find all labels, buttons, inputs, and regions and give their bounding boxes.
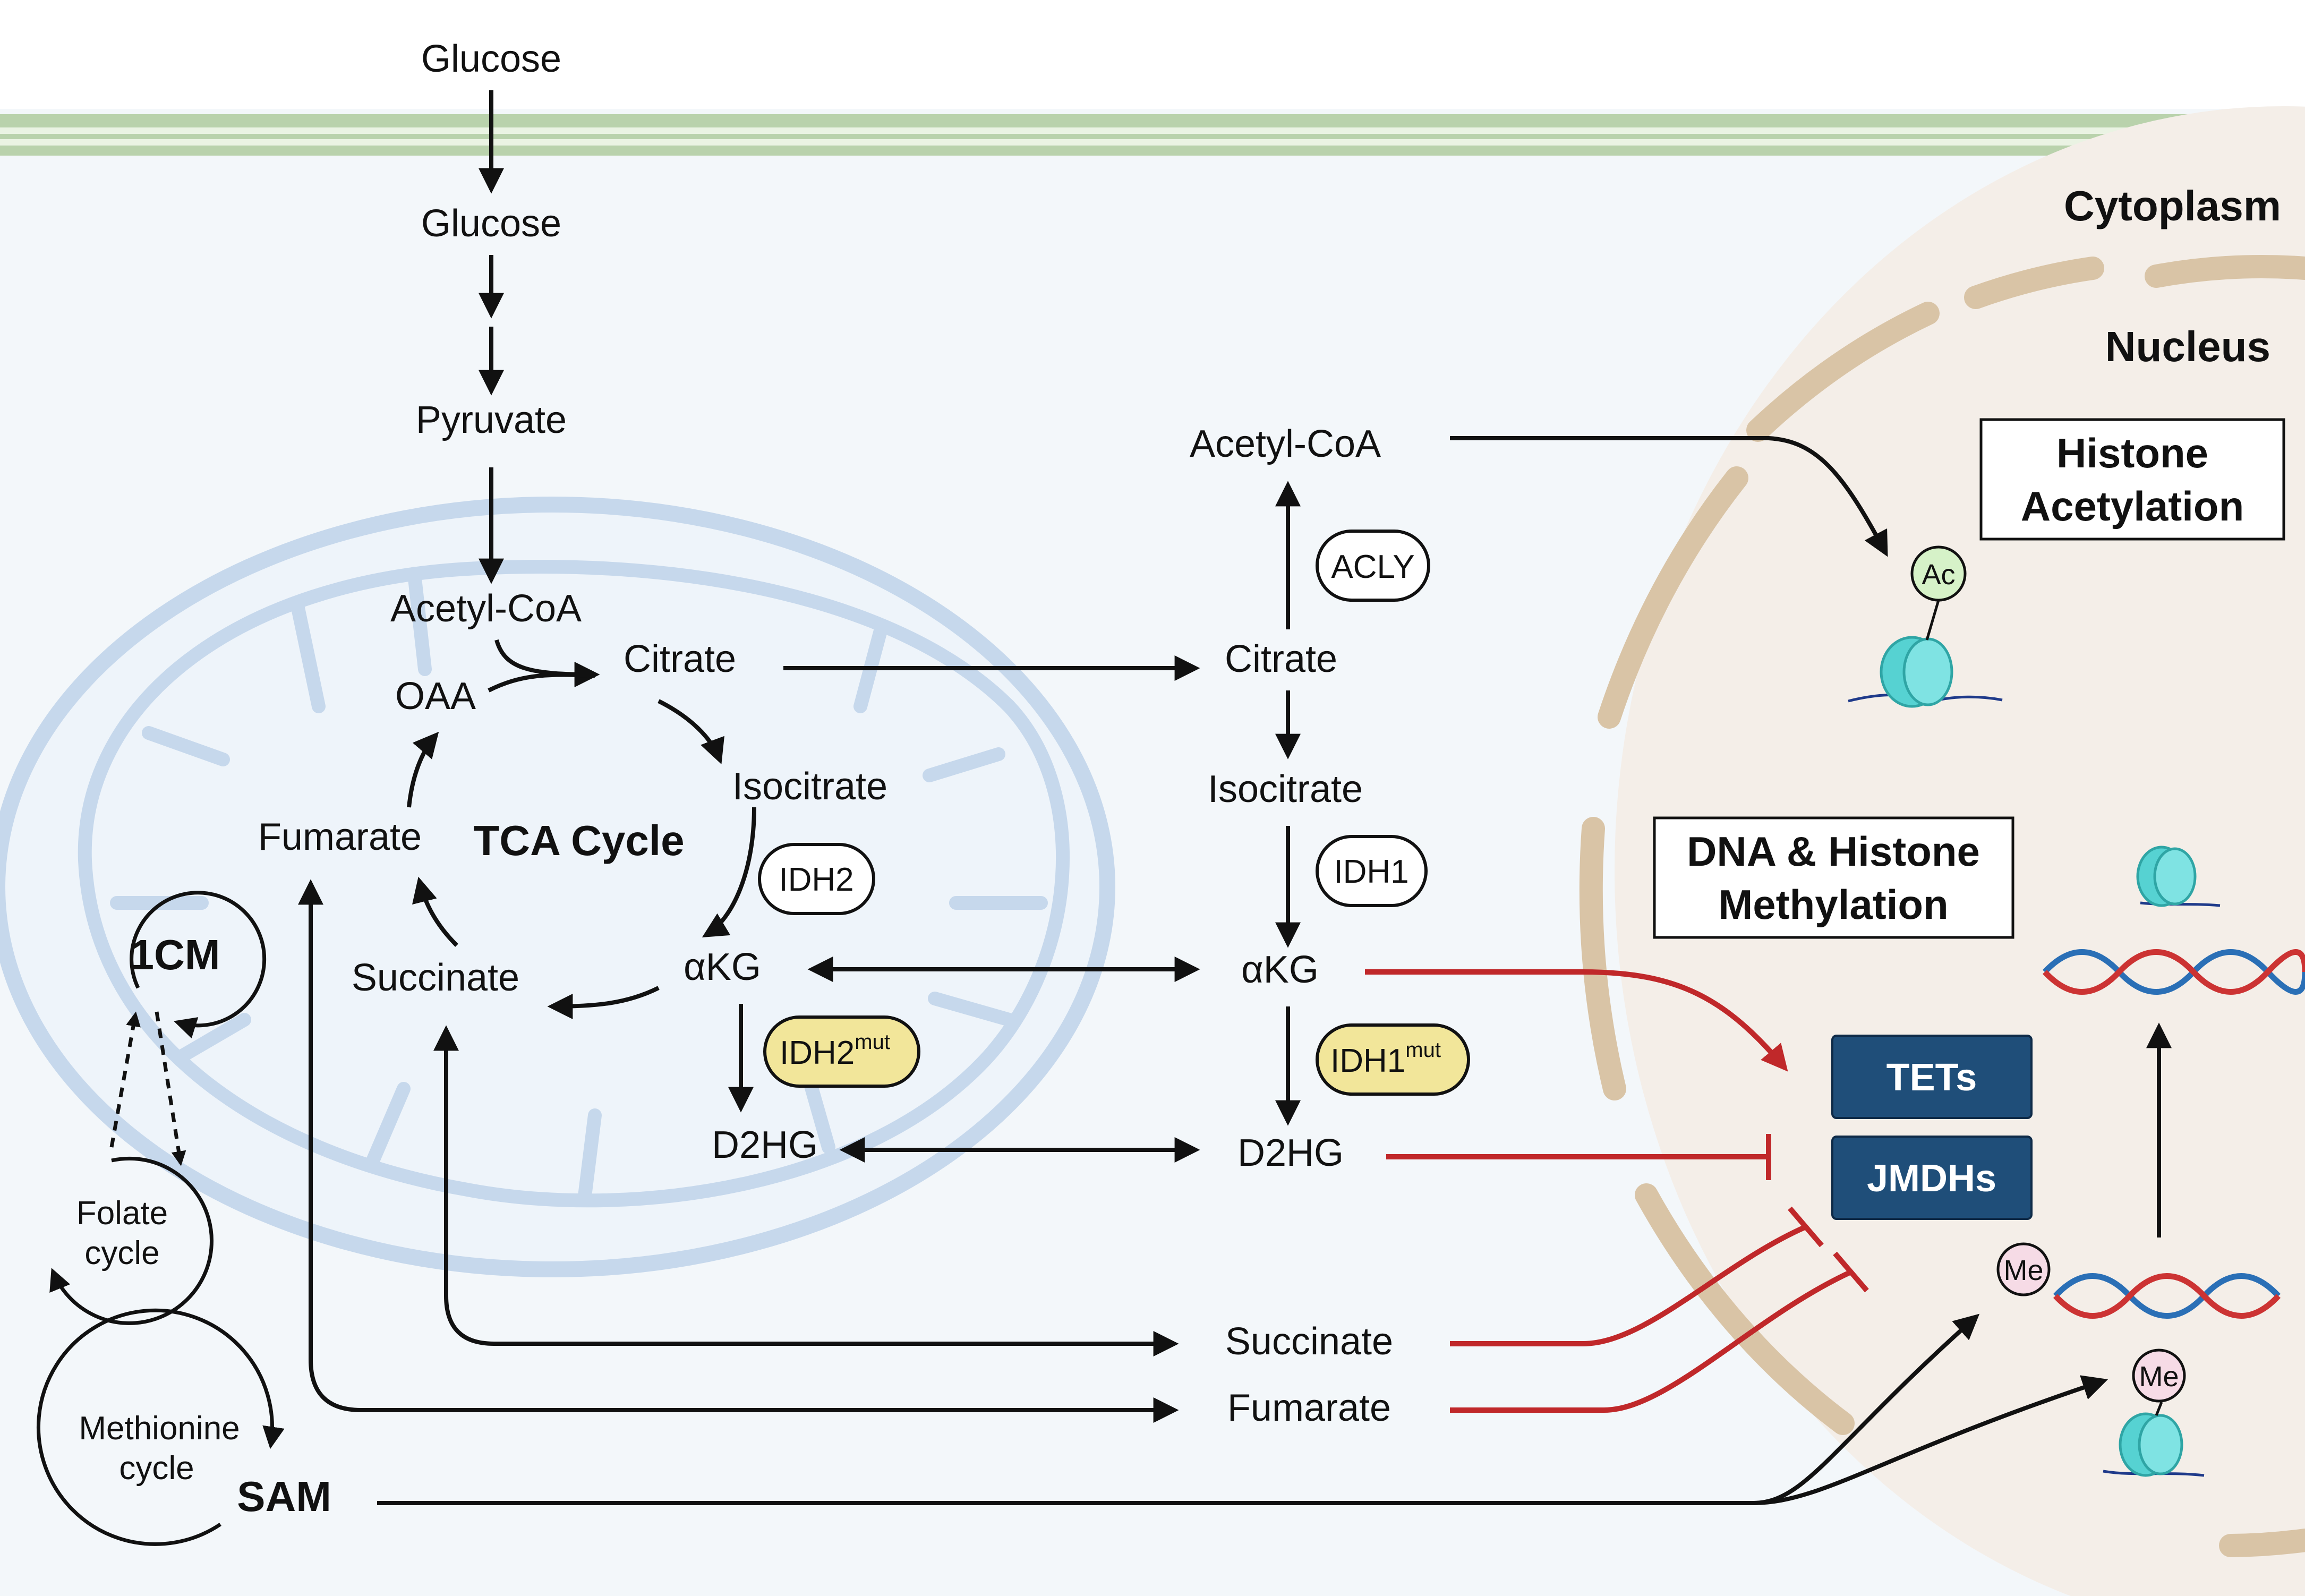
inhibition-lines: [1365, 969, 1869, 1413]
cytoplasm-label: Cytoplasm: [2064, 182, 2281, 229]
arrow-fumarate-exchange: [298, 879, 1179, 1423]
svg-text:Me: Me: [2003, 1254, 2043, 1286]
enzyme-acly: ACLY: [1316, 530, 1430, 602]
jmdhs-box: JMDHs: [1831, 1136, 2033, 1220]
svg-text:DNA & Histone: DNA & Histone: [1687, 828, 1980, 875]
svg-text:Ac: Ac: [1922, 559, 1955, 591]
histone-acetylation-box: Histone Acetylation: [1979, 418, 2285, 541]
one-carbon-metabolism: [36, 891, 285, 1546]
succinate-cyto: Succinate: [1225, 1320, 1393, 1363]
svg-text:IDH2mut: IDH2mut: [780, 1030, 890, 1071]
oaa: OAA: [395, 675, 476, 718]
dna-helix-top: [2042, 949, 2305, 995]
tets-box: TETs: [1831, 1035, 2033, 1119]
glucose-cytoplasm: Glucose: [421, 202, 561, 245]
methionine-cycle-line2: cycle: [119, 1450, 194, 1487]
svg-text:IDH1mut: IDH1mut: [1330, 1038, 1441, 1079]
activation-akg-tets: [1365, 969, 1788, 1072]
mito-citrate: Citrate: [624, 638, 736, 680]
tca-cycle-label: TCA Cycle: [473, 817, 684, 864]
akg-cyto: αKG: [1241, 949, 1319, 991]
enzyme-idh1: IDH1: [1316, 835, 1428, 907]
acetylated-nucleosome: Ac: [1848, 545, 2003, 708]
folate-cycle-line2: cycle: [84, 1235, 159, 1271]
cyto-isocitrate: Isocitrate: [1208, 768, 1363, 810]
dna-histone-methylation-box: DNA & Histone Methylation: [1653, 816, 2014, 939]
cyto-acetyl-coa: Acetyl-CoA: [1190, 423, 1381, 465]
nucleus-label: Nucleus: [2105, 323, 2270, 370]
mito-isocitrate: Isocitrate: [732, 765, 887, 808]
svg-text:Acetylation: Acetylation: [2021, 483, 2244, 530]
folate-cycle-line1: Folate: [76, 1195, 168, 1232]
dna-helix-methylated: Me: [1996, 1242, 2281, 1319]
nucleosome-top: [2136, 846, 2221, 907]
fumarate-mito: Fumarate: [258, 816, 422, 858]
methionine-cycle-line1: Methionine: [79, 1410, 240, 1447]
svg-text:Me: Me: [2139, 1361, 2179, 1393]
plasma-membrane: [0, 114, 2305, 156]
pathway-arrows: [298, 90, 2172, 1505]
fumarate-cyto: Fumarate: [1227, 1387, 1391, 1429]
inhibit-fumarate: [1450, 1269, 1852, 1413]
cyto-citrate: Citrate: [1225, 638, 1337, 680]
arrow-citrate-isocitrate: [658, 699, 724, 764]
svg-text:Histone: Histone: [2056, 430, 2208, 476]
extracellular-space: [0, 0, 2305, 109]
one-cm-label: 1CM: [131, 931, 220, 978]
enzyme-idh2: IDH2: [758, 843, 875, 915]
arrow-fumarate-oaa: [407, 731, 439, 808]
svg-text:IDH2: IDH2: [779, 861, 853, 898]
d2hg-cyto: D2HG: [1237, 1132, 1344, 1174]
akg-mito: αKG: [684, 946, 761, 988]
methylated-nucleosome: Me: [2103, 1349, 2205, 1477]
sam-label: SAM: [237, 1473, 331, 1520]
glucose-extracellular: Glucose: [421, 38, 561, 80]
svg-text:JMDHs: JMDHs: [1867, 1157, 1996, 1200]
enzyme-idh1-mutant: IDH1mut: [1316, 1023, 1470, 1096]
mito-acetyl-coa: Acetyl-CoA: [390, 587, 582, 630]
arrow-sam-histone-methylation: [1752, 1375, 2108, 1505]
arrow-acetylcoa-acetylation: [1450, 436, 1888, 557]
svg-text:Methylation: Methylation: [1718, 881, 1948, 928]
pyruvate: Pyruvate: [416, 399, 567, 441]
inhibit-succinate: [1450, 1224, 1807, 1346]
arrow-oaa-citrate: [488, 672, 595, 693]
succinate-mito: Succinate: [352, 957, 519, 999]
svg-text:IDH1: IDH1: [1334, 854, 1408, 890]
svg-text:TETs: TETs: [1886, 1056, 1977, 1099]
d2hg-mito: D2HG: [712, 1124, 818, 1166]
svg-text:ACLY: ACLY: [1331, 549, 1414, 585]
enzyme-idh2-mutant: IDH2mut: [763, 1015, 920, 1088]
